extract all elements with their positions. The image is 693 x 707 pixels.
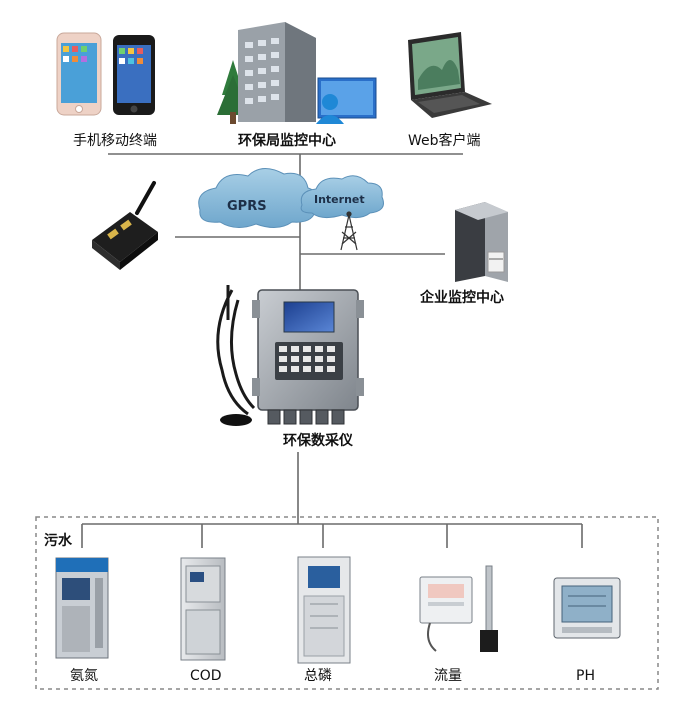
device-label-ammonia: 氨氮 [70,668,98,684]
device-label-flow: 流量 [434,668,462,684]
internet-cloud: Internet [300,175,384,219]
device-label-ph: PH [576,668,595,684]
collector-label: 环保数采仪 [283,432,354,449]
sewage-group-label: 污水 [44,532,73,549]
cod-analyzer-icon [180,557,226,661]
mobile-label: 手机移动终端 [73,133,157,149]
flow-meter-icon [419,565,498,652]
sewage-group-frame [35,516,659,690]
monitoring-center-icon [217,22,377,124]
gprs-dtu-icon [92,181,158,270]
enterprise-label: 企业监控中心 [419,289,504,306]
web-client-label: Web客户端 [408,132,481,149]
laptop-icon [408,32,492,118]
antenna-tower-icon [340,211,358,251]
gprs-cloud: GPRS [198,168,319,228]
data-collector-icon [216,285,364,426]
total-phosphorus-analyzer-icon [297,556,351,664]
ammonia-analyzer-icon [55,557,109,659]
device-label-cod: COD [190,668,222,684]
mobile-phones-icon [56,32,155,116]
monitor-center-label: 环保局监控中心 [238,132,336,149]
enterprise-server-icon [455,202,508,282]
gprs-label: GPRS [227,199,267,214]
internet-label: Internet [314,193,365,206]
ph-meter-icon [553,577,621,639]
device-label-total-phosphorus: 总磷 [304,668,332,684]
